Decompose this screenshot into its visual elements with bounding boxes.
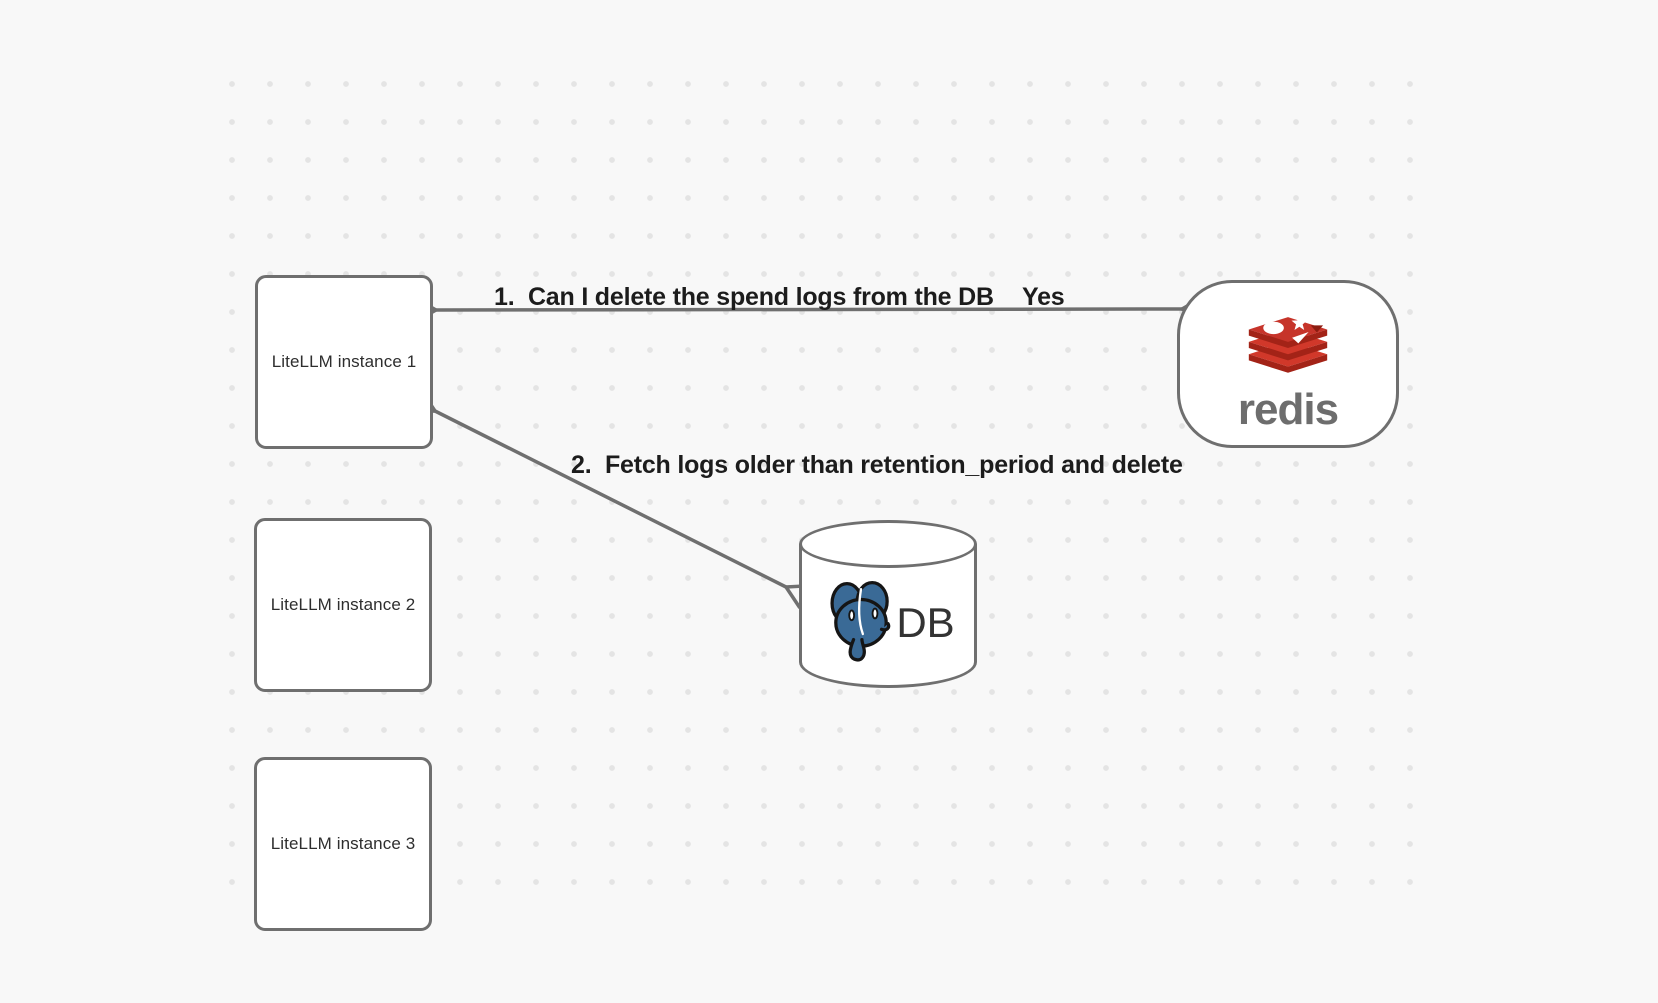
postgresql-elephant-icon [823,578,899,667]
arrow-instance1-db[interactable] [435,411,786,587]
node-label: LiteLLM instance 2 [270,595,416,614]
edge2-action-text[interactable]: 2. Fetch logs older than retention_perio… [571,451,1183,479]
arrow-instance1-redis[interactable] [436,309,1182,310]
node-label: LiteLLM instance 1 [271,352,417,371]
cylinder-body [799,544,977,688]
db-label: DB [896,598,955,646]
node-litellm-instance-3[interactable]: LiteLLM instance 3 [254,757,432,931]
redis-stack-icon [1246,315,1330,386]
redis-wordmark: redis [1237,385,1339,434]
edge1-reply-text[interactable]: Yes [1022,283,1065,311]
edge1-question-text[interactable]: 1. Can I delete the spend logs from the … [494,283,994,311]
cylinder-top-ellipse [799,520,977,568]
node-redis[interactable]: redis [1177,280,1399,448]
node-litellm-instance-1[interactable]: LiteLLM instance 1 [255,275,433,449]
node-db[interactable]: DB [799,520,977,688]
node-label: LiteLLM instance 3 [270,834,416,853]
node-litellm-instance-2[interactable]: LiteLLM instance 2 [254,518,432,692]
